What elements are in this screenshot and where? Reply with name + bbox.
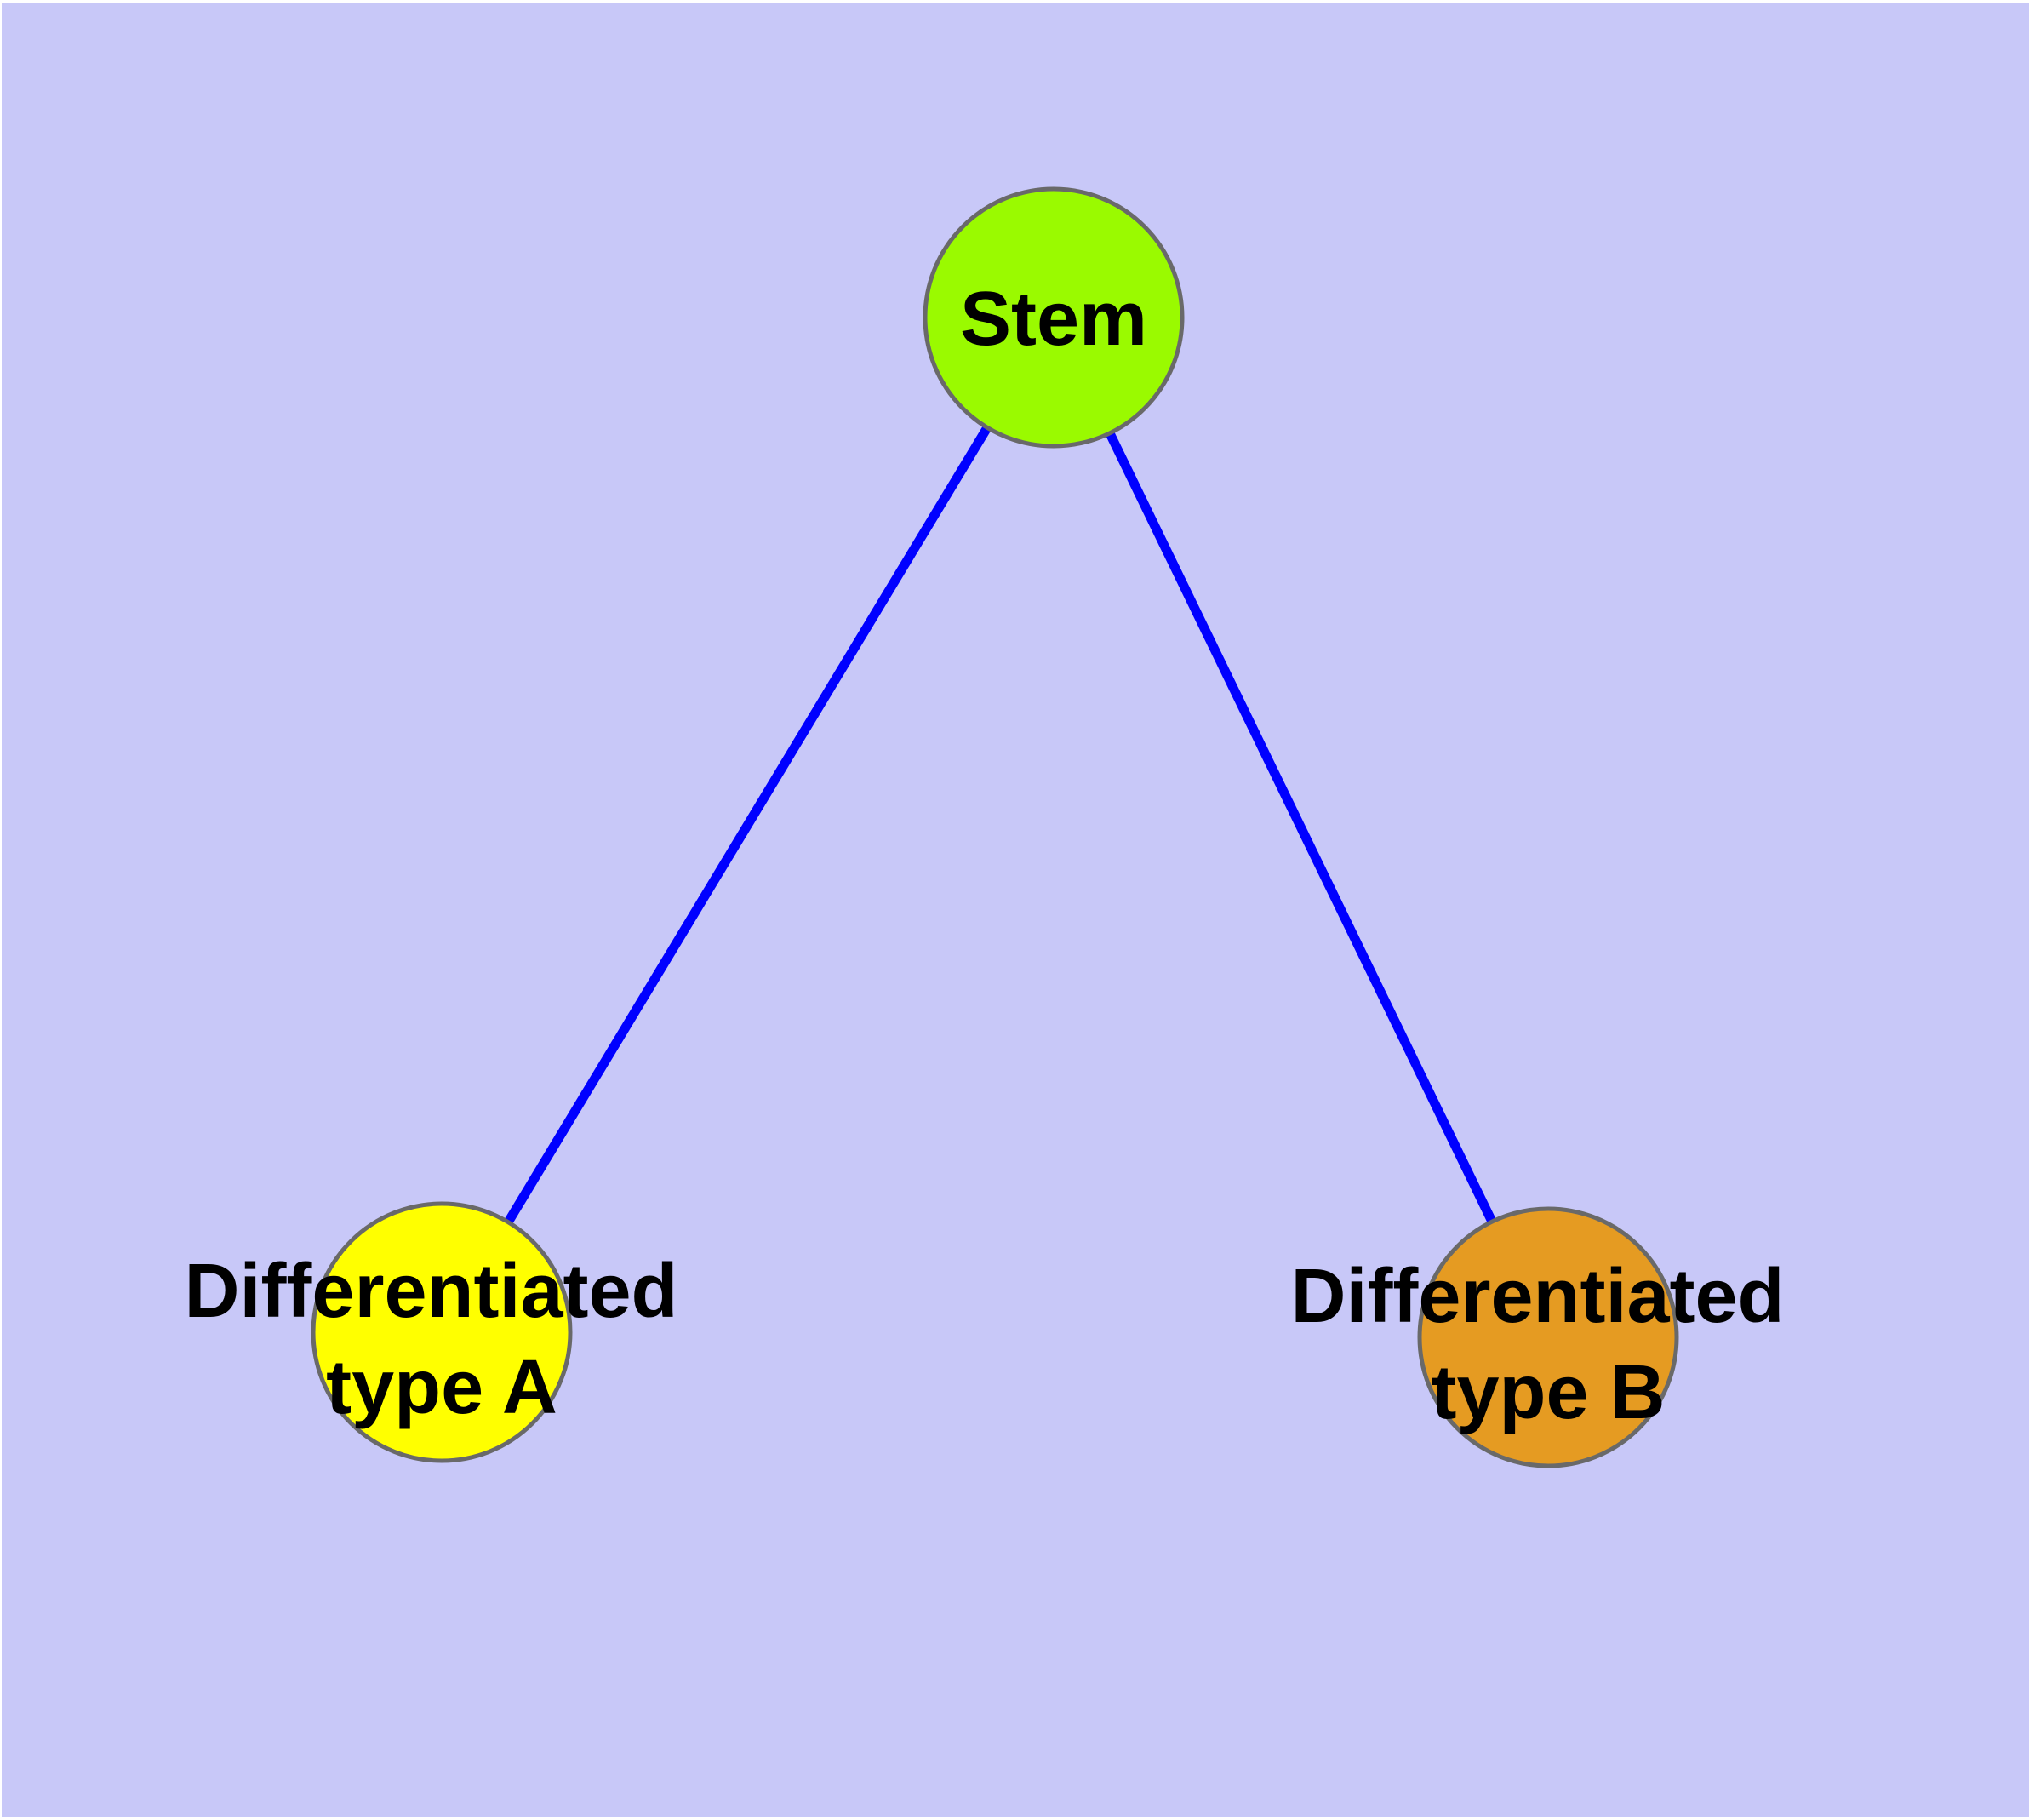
node-differentiated-type-a-label: Differentiated type A: [184, 1249, 699, 1430]
node-differentiated-type-b-label-line2: type B: [1431, 1350, 1665, 1435]
label-group: Stem Differentiated type A Differentiate…: [184, 277, 1805, 1435]
node-differentiated-type-b-label: Differentiated type B: [1290, 1254, 1805, 1435]
node-group: [311, 186, 1679, 1468]
node-differentiated-type-a-label-line2: type A: [326, 1345, 557, 1430]
node-stem-label: Stem: [960, 277, 1147, 362]
edge-stem-to-type-a: [437, 315, 1058, 1335]
node-differentiated-type-b-circle: [1417, 1206, 1679, 1468]
edge-group: [437, 315, 1552, 1340]
node-stem-circle: [923, 186, 1185, 449]
node-differentiated-type-b-label-line1: Differentiated: [1290, 1254, 1784, 1339]
node-differentiated-type-a-label-line1: Differentiated: [184, 1249, 677, 1334]
edge-stem-to-type-b: [1049, 315, 1552, 1340]
node-differentiated-type-a-circle: [311, 1201, 573, 1463]
